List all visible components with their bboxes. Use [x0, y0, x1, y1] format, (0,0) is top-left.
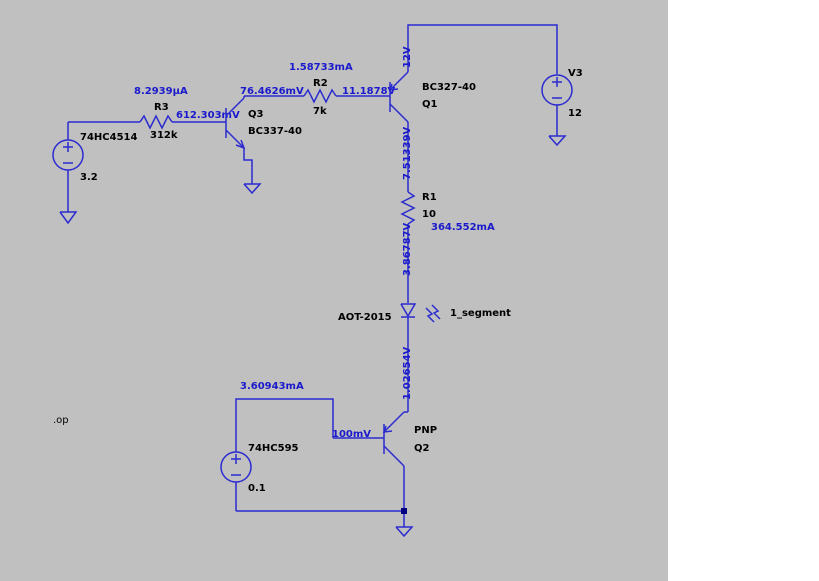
transistor-q1-model: BC327-40 [422, 82, 476, 93]
resistor-r2[interactable] [303, 88, 337, 104]
resistor-r3-value: 312k [150, 130, 178, 141]
spice-directive[interactable]: .op [53, 415, 69, 426]
resistor-r3[interactable] [139, 114, 173, 130]
transistor-q2[interactable] [382, 411, 408, 467]
source-74hc4514-label: 74HC4514 [80, 132, 137, 143]
transistor-q3[interactable] [225, 96, 246, 150]
voltage-q3-base-annotation: 612.303mV [176, 110, 240, 121]
source-v3-label: V3 [568, 68, 583, 79]
led-segment-label: 1_segment [450, 308, 511, 319]
current-r3-annotation: 8.2939µA [134, 86, 188, 97]
ground-symbol [395, 526, 414, 538]
transistor-q1[interactable] [388, 71, 409, 123]
voltage-source-v3[interactable] [541, 74, 573, 136]
voltage-q2-emitter-annotation: 1.02654V [402, 346, 413, 400]
junction-dot [401, 508, 407, 514]
current-q2-base-annotation: 3.60943mA [240, 381, 304, 392]
transistor-q3-model: BC337-40 [248, 126, 302, 137]
source-v3-value: 12 [568, 108, 582, 119]
transistor-q2-label: Q2 [414, 443, 430, 454]
resistor-r1-label: R1 [422, 192, 437, 203]
voltage-q3-collector-annotation: 76.4626mV [240, 86, 304, 97]
led-name-label: AOT-2015 [338, 312, 392, 323]
voltage-source-74hc4514[interactable] [52, 122, 84, 212]
voltage-q2-base-annotation: 100mV [332, 429, 371, 440]
voltage-q1-collector-annotation: 7.51339V [402, 126, 413, 180]
transistor-q2-model: PNP [414, 425, 437, 436]
current-r1-annotation: 364.552mA [431, 222, 495, 233]
transistor-q1-label: Q1 [422, 99, 438, 110]
schematic-canvas[interactable] [0, 0, 668, 581]
source-74hc4514-value: 3.2 [80, 172, 98, 183]
source-74hc595-value: 0.1 [248, 483, 266, 494]
voltage-source-74hc595[interactable] [220, 451, 252, 511]
resistor-r1-value: 10 [422, 209, 436, 220]
voltage-q1-base-annotation: 11.1878V [342, 86, 396, 97]
source-74hc595-label: 74HC595 [248, 443, 299, 454]
voltage-led-anode-annotation: 3.86787V [402, 222, 413, 276]
voltage-q1-emitter-annotation: 12V [402, 46, 413, 68]
led-aot-2015[interactable] [400, 303, 441, 323]
resistor-r1[interactable] [400, 191, 416, 225]
resistor-r3-label: R3 [154, 102, 169, 113]
resistor-r2-value: 7k [313, 106, 327, 117]
ground-symbol [548, 135, 567, 147]
ground-symbol [243, 183, 262, 195]
resistor-r2-label: R2 [313, 78, 328, 89]
transistor-q3-label: Q3 [248, 109, 264, 120]
current-r2-annotation: 1.58733mA [289, 62, 353, 73]
ground-symbol [59, 211, 78, 225]
